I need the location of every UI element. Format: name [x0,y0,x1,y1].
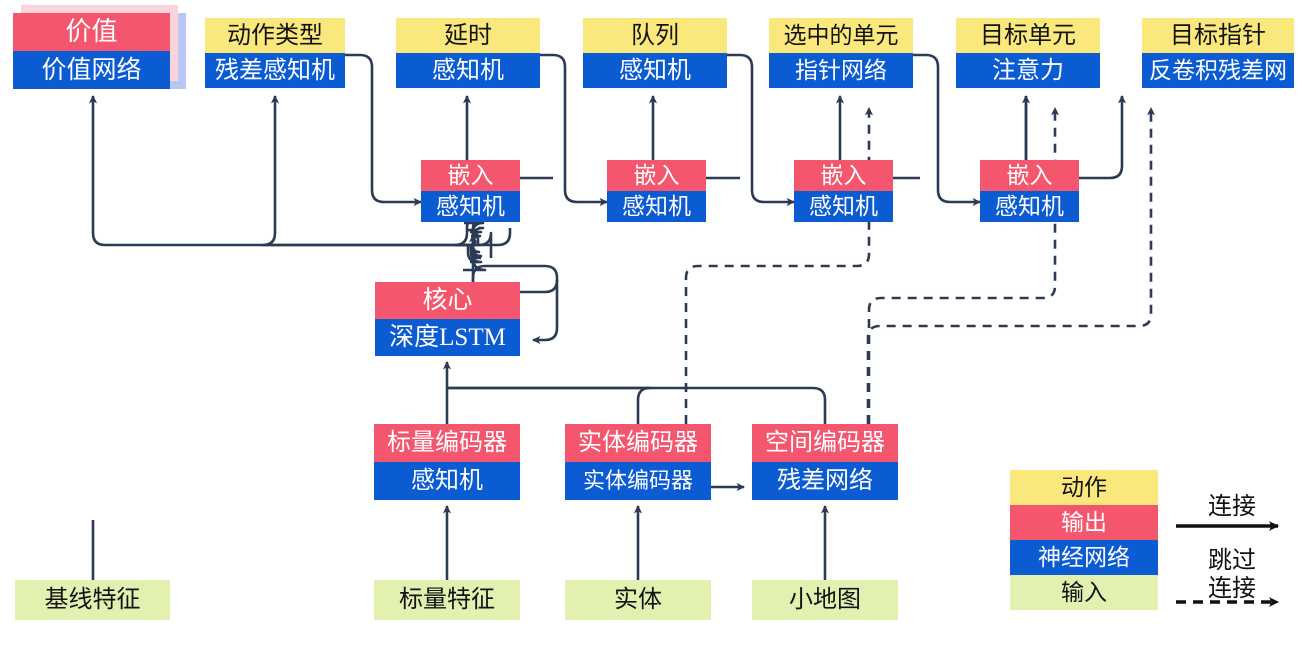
input-minimap-label: 小地图 [752,580,898,620]
node-embed-1[interactable]: 嵌入 感知机 [421,160,520,222]
node-core-top: 核心 [375,282,520,319]
node-entity-encoder-top: 实体编码器 [565,424,711,462]
node-target-unit-bottom: 注意力 [956,53,1100,88]
node-delay-top: 延时 [396,18,540,53]
input-scalar-features[interactable]: 标量特征 [374,580,520,620]
node-queue-bottom: 感知机 [583,53,727,88]
node-embed-2-top: 嵌入 [607,160,706,191]
node-queue[interactable]: 队列 感知机 [583,18,727,88]
legend-skip-label-line1: 跳过 [1208,548,1256,574]
node-spatial-encoder[interactable]: 空间编码器 残差网络 [752,424,898,500]
node-value-top: 价值 [13,13,170,51]
node-selected-units[interactable]: 选中的单元 指针网络 [769,18,913,88]
node-value-bottom: 价值网络 [13,51,170,89]
node-action-type[interactable]: 动作类型 残差感知机 [205,18,345,88]
node-target-unit-top: 目标单元 [956,18,1100,53]
node-scalar-encoder-top: 标量编码器 [374,424,520,462]
node-action-type-top: 动作类型 [205,18,345,53]
node-spatial-encoder-top: 空间编码器 [752,424,898,462]
legend-band-network: 神经网络 [1010,540,1158,575]
node-target-point[interactable]: 目标指针 反卷积残差网 [1142,18,1294,88]
node-target-point-bottom: 反卷积残差网 [1142,53,1294,88]
node-target-point-top: 目标指针 [1142,18,1294,53]
legend-band-action: 动作 [1010,470,1158,505]
legend-arrow-key: 连接 跳过 连接 [1170,480,1301,610]
node-delay-bottom: 感知机 [396,53,540,88]
node-spatial-encoder-bottom: 残差网络 [752,462,898,500]
node-embed-3-top: 嵌入 [794,160,893,191]
legend-color-key: 动作 输出 神经网络 输入 [1010,470,1158,610]
legend-band-input: 输入 [1010,575,1158,610]
node-selected-units-top: 选中的单元 [769,18,913,53]
input-entities[interactable]: 实体 [565,580,711,620]
node-embed-2[interactable]: 嵌入 感知机 [607,160,706,222]
input-minimap[interactable]: 小地图 [752,580,898,620]
input-baseline-features[interactable]: 基线特征 [15,580,170,620]
node-delay[interactable]: 延时 感知机 [396,18,540,88]
legend-band-output: 输出 [1010,505,1158,540]
node-embed-4[interactable]: 嵌入 感知机 [980,160,1079,222]
input-entities-label: 实体 [565,580,711,620]
node-target-unit[interactable]: 目标单元 注意力 [956,18,1100,88]
node-entity-encoder[interactable]: 实体编码器 实体编码器 [565,424,711,500]
legend-connection-label: 连接 [1208,494,1256,520]
node-core[interactable]: 核心 深度LSTM [375,282,520,356]
node-embed-4-top: 嵌入 [980,160,1079,191]
node-action-type-bottom: 残差感知机 [205,53,345,88]
node-embed-2-bottom: 感知机 [607,191,706,222]
node-embed-1-bottom: 感知机 [421,191,520,222]
node-embed-4-bottom: 感知机 [980,191,1079,222]
node-entity-encoder-bottom: 实体编码器 [565,462,711,500]
node-core-bottom: 深度LSTM [375,319,520,356]
node-scalar-encoder-bottom: 感知机 [374,462,520,500]
input-baseline-features-label: 基线特征 [15,580,170,620]
node-selected-units-bottom: 指针网络 [769,53,913,88]
node-scalar-encoder[interactable]: 标量编码器 感知机 [374,424,520,500]
node-queue-top: 队列 [583,18,727,53]
node-embed-3[interactable]: 嵌入 感知机 [794,160,893,222]
input-scalar-features-label: 标量特征 [374,580,520,620]
legend-skip-label-line2: 连接 [1208,576,1256,602]
node-embed-3-bottom: 感知机 [794,191,893,222]
node-value[interactable]: 价值 价值网络 [13,13,170,89]
node-embed-1-top: 嵌入 [421,160,520,191]
